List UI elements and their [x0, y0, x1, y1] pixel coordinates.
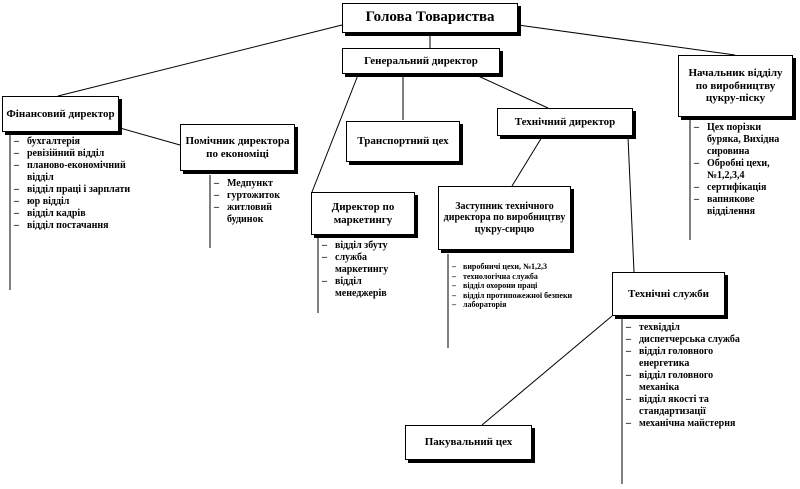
finance-list: бухгалтерія ревізійний відділ планово-ек…	[14, 136, 134, 232]
list-item: лабораторія	[452, 300, 577, 310]
list-item: виробничі цехи, №1,2,3	[452, 262, 577, 272]
list-item: відділ охорони праці	[452, 281, 577, 291]
list-item: диспетчерська служба	[626, 334, 746, 346]
list-item: вапнякове відділення	[694, 194, 794, 218]
tech-services-list: техвідділ диспетчерська служба відділ го…	[626, 322, 746, 430]
general-director-box: Генеральний директор	[342, 48, 500, 74]
list-item: Цех порізки буряка, Вихідна сировина	[694, 122, 794, 158]
sand-list: Цех порізки буряка, Вихідна сировина Обр…	[694, 122, 794, 218]
list-item: служба маркетингу	[322, 252, 412, 276]
list-item: планово-економічний відділ	[14, 160, 134, 184]
deputy-list: виробничі цехи, №1,2,3 технологічна служ…	[452, 262, 577, 310]
list-item: Медпункт	[214, 178, 304, 190]
list-item: відділ якості та стандартизації	[626, 394, 746, 418]
list-item: ревізійний відділ	[14, 148, 134, 160]
list-item: відділ менеджерів	[322, 276, 412, 300]
sand-head-box: Начальник відділу по виробництву цукру-п…	[678, 55, 793, 117]
marketing-list: відділ збуту служба маркетингу відділ ме…	[322, 240, 412, 300]
list-item: сертифікація	[694, 182, 794, 194]
list-item: відділ головного механіка	[626, 370, 746, 394]
list-item: відділ збуту	[322, 240, 412, 252]
packaging-box: Пакувальний цех	[405, 425, 532, 460]
econ-list: Медпункт гуртожиток житловий будинок	[214, 178, 304, 226]
list-item: житловий будинок	[214, 202, 304, 226]
list-item: бухгалтерія	[14, 136, 134, 148]
marketing-director-box: Директор по маркетингу	[311, 192, 415, 235]
tech-director-box: Технічний директор	[497, 108, 633, 136]
list-item: відділ протипожежної безпеки	[452, 291, 577, 301]
list-item: техвідділ	[626, 322, 746, 334]
deputy-tech-director-box: Заступник технічного директора по виробн…	[438, 186, 571, 250]
list-item: технологічна служба	[452, 272, 577, 282]
list-item: відділ праці і зарплати	[14, 184, 134, 196]
list-item: Обробні цехи, №1,2,3,4	[694, 158, 794, 182]
finance-director-box: Фінансовий директор	[2, 96, 119, 132]
list-item: відділ кадрів	[14, 208, 134, 220]
transport-box: Транспортний цех	[346, 121, 460, 162]
list-item: відділ головного енергетика	[626, 346, 746, 370]
list-item: відділ постачання	[14, 220, 134, 232]
list-item: юр відділ	[14, 196, 134, 208]
list-item: механічна майстерня	[626, 418, 746, 430]
econ-assistant-box: Помічник директора по економіці	[180, 124, 295, 171]
tech-services-box: Технічні служби	[612, 272, 725, 316]
head-box: Голова Товариства	[342, 3, 518, 33]
list-item: гуртожиток	[214, 190, 304, 202]
